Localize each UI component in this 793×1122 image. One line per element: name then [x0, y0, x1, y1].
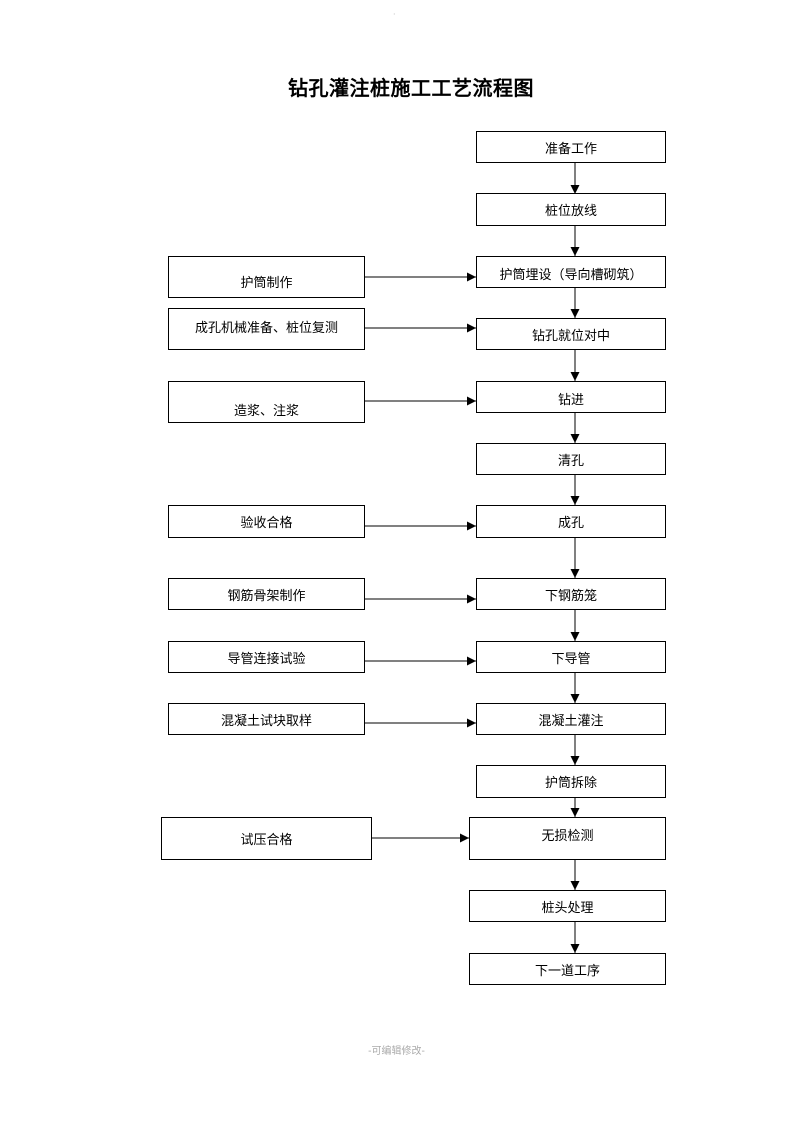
step-label: 成孔	[557, 516, 584, 531]
page-title: 钻孔灌注桩施工工艺流程图	[288, 76, 534, 100]
step-label: 护筒埋设（导向槽砌筑）	[499, 268, 643, 283]
step-label: 混凝土灌注	[538, 713, 604, 729]
step-label: 钻进	[557, 393, 584, 408]
page-footer: -可编辑修改-	[368, 1046, 425, 1057]
side-pressure-test-passed: 试压合格	[161, 817, 372, 860]
side-rebar-frame-fabrication: 钢筋骨架制作	[168, 578, 365, 610]
step-label: 桩位放线	[544, 204, 597, 219]
step-lower-tremie: 下导管	[476, 641, 666, 673]
step-next-process: 下一道工序	[469, 953, 666, 985]
step-pile-head-treatment: 桩头处理	[469, 890, 666, 922]
step-label: 下钢筋笼	[544, 588, 597, 604]
side-step-label: 验收合格	[240, 516, 293, 531]
step-drilling: 钻进	[476, 381, 666, 413]
step-lower-rebar-cage: 下钢筋笼	[476, 578, 666, 610]
side-concrete-sampling: 混凝土试块取样	[168, 703, 365, 735]
step-label: 下一道工序	[534, 963, 600, 979]
step-prepare-work: 准备工作	[476, 131, 666, 163]
step-concrete-pouring: 混凝土灌注	[476, 703, 666, 735]
side-step-label: 试压合格	[240, 833, 293, 848]
step-label: 准备工作	[544, 141, 597, 157]
step-casing-removal: 护筒拆除	[476, 765, 666, 798]
side-casing-fabrication: 护筒制作	[168, 256, 365, 298]
step-hole-cleaning: 清孔	[476, 443, 666, 475]
step-casing-embedding: 护筒埋设（导向槽砌筑）	[476, 256, 666, 288]
step-drill-positioning: 钻孔就位对中	[476, 318, 666, 350]
step-label: 护筒拆除	[544, 776, 597, 791]
page-marker: ·	[393, 10, 396, 19]
step-label: 钻孔就位对中	[531, 328, 610, 344]
step-label: 无损检测	[541, 829, 594, 844]
side-acceptance-passed: 验收合格	[168, 505, 365, 538]
side-step-label: 护筒制作	[240, 276, 293, 291]
step-label: 下导管	[551, 651, 591, 667]
step-pile-position-layout: 桩位放线	[476, 193, 666, 226]
side-step-label: 成孔机械准备、桩位复测	[194, 321, 338, 336]
step-label: 清孔	[557, 453, 584, 469]
side-slurry-making: 造浆、注浆	[168, 381, 365, 423]
side-step-label: 造浆、注浆	[233, 404, 299, 419]
side-tremie-connection-test: 导管连接试验	[168, 641, 365, 673]
side-step-label: 导管连接试验	[227, 651, 306, 667]
side-step-label: 钢筋骨架制作	[227, 588, 306, 604]
step-nondestructive-test: 无损检测	[469, 817, 666, 860]
side-step-label: 混凝土试块取样	[220, 713, 312, 729]
side-machine-prep-recheck: 成孔机械准备、桩位复测	[168, 308, 365, 350]
step-hole-formed: 成孔	[476, 505, 666, 538]
step-label: 桩头处理	[541, 900, 594, 916]
